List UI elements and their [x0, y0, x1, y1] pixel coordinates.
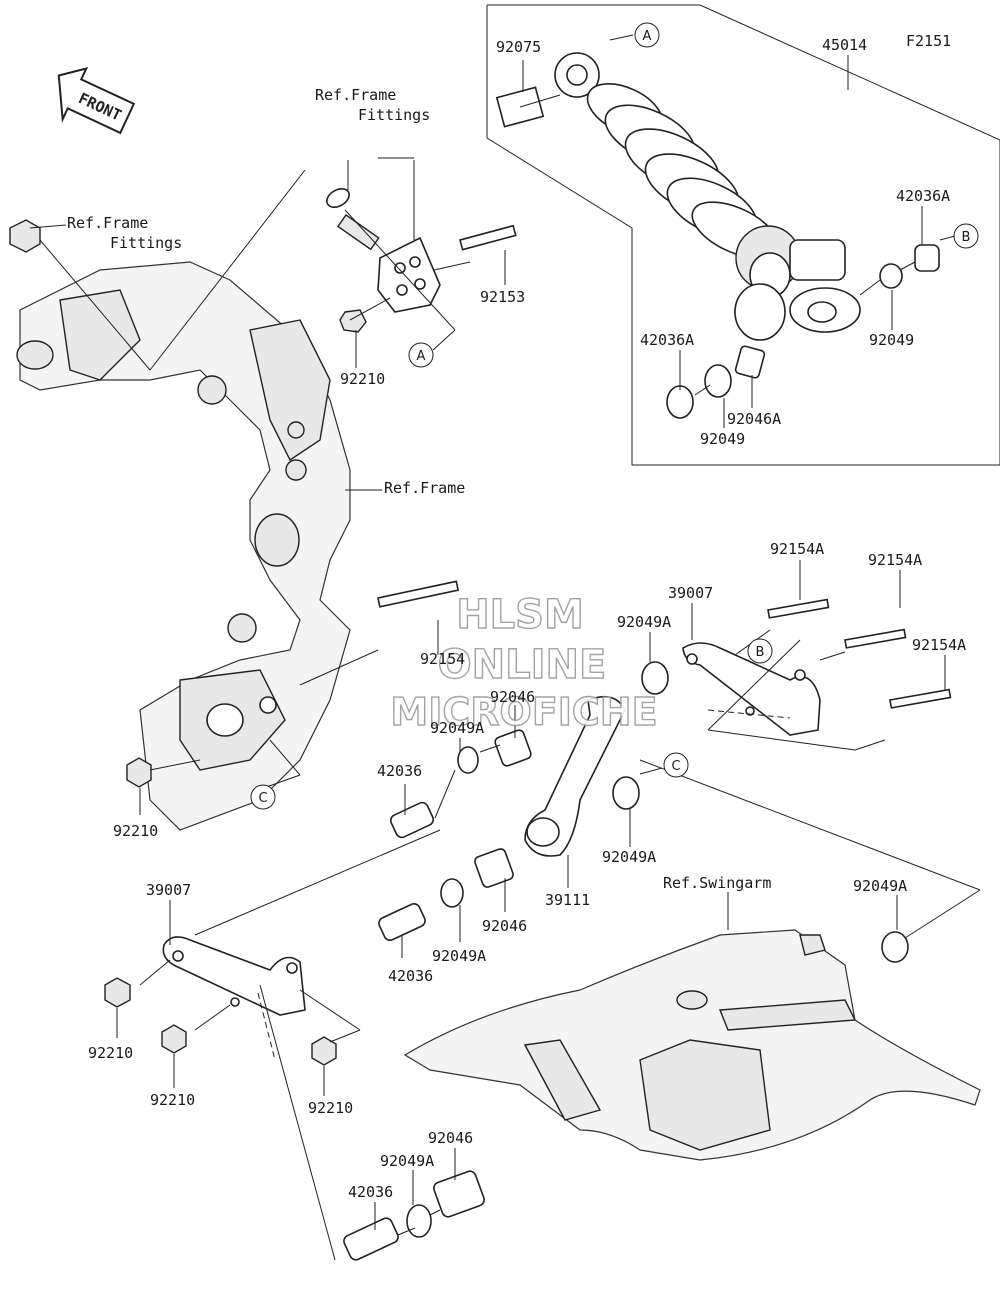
part-label-42036-1: 42036: [377, 762, 422, 780]
callout-b-shock: B: [953, 223, 979, 249]
callout-c-rocker: C: [663, 752, 689, 778]
part-label-92154: 92154: [420, 650, 465, 668]
svg-text:B: B: [756, 645, 765, 660]
svg-text:HLSM: HLSM: [456, 592, 584, 638]
bolt-92154-icon: [377, 580, 460, 608]
part-label-92049-right: 92049: [869, 331, 914, 349]
part-label-42036A-left: 42036A: [640, 331, 694, 349]
part-label-92049A-6: 92049A: [380, 1152, 434, 1170]
swingarm-drawing: [343, 929, 981, 1261]
front-arrow-icon: FRONT: [57, 66, 136, 135]
part-label-42036-2: 42036: [388, 967, 433, 985]
part-label-92049A-5: 92049A: [853, 877, 907, 895]
diagram-code: F2151: [906, 32, 951, 50]
tie-rod-plate-right: [682, 598, 952, 736]
part-label-42036-3: 42036: [348, 1183, 393, 1201]
part-label-92049-bottom: 92049: [700, 430, 745, 448]
svg-text:MICROFICHE: MICROFICHE: [390, 690, 657, 734]
part-label-92153: 92153: [480, 288, 525, 306]
part-label-92046-2: 92046: [482, 917, 527, 935]
svg-text:A: A: [417, 349, 426, 364]
part-label-92210-b: 92210: [150, 1091, 195, 1109]
callout-a-frame: A: [408, 342, 434, 368]
part-label-92210-top: 92210: [340, 370, 385, 388]
svg-text:A: A: [643, 29, 652, 44]
ref-frame-nut-icon: [9, 219, 41, 253]
ref-frame-fittings-left-line1: Ref.Frame: [67, 214, 148, 232]
part-label-92049A-1: 92049A: [617, 613, 671, 631]
part-label-92049A-3: 92049A: [602, 848, 656, 866]
part-label-42036A-top: 42036A: [896, 187, 950, 205]
svg-text:C: C: [671, 759, 680, 774]
ref-swingarm: Ref.Swingarm: [663, 874, 771, 892]
callout-b-plate: B: [747, 638, 773, 664]
ref-frame-fittings-top-line2: Fittings: [358, 106, 430, 124]
frame-fittings-hardware: [326, 188, 517, 333]
shock-box-outline: [486, 4, 1000, 466]
part-label-39111: 39111: [545, 891, 590, 909]
part-label-92154A-1: 92154A: [770, 540, 824, 558]
watermark: HLSM ONLINE MICROFICHE: [390, 591, 659, 734]
part-label-92210-left: 92210: [113, 822, 158, 840]
part-label-92210-c: 92210: [308, 1099, 353, 1117]
rocker-arm-drawing: [378, 661, 669, 941]
ref-frame-fittings-left-line2: Fittings: [110, 234, 182, 252]
part-label-92210-a: 92210: [88, 1044, 133, 1062]
part-label-45014: 45014: [822, 36, 867, 54]
part-label-92049A-2: 92049A: [430, 719, 484, 737]
part-label-92154A-3: 92154A: [912, 636, 966, 654]
assembly-lines: [139, 94, 981, 1261]
leader-lines: [29, 34, 956, 1230]
svg-text:ONLINE: ONLINE: [438, 642, 607, 688]
svg-text:C: C: [258, 791, 267, 806]
part-label-92046-1: 92046: [490, 688, 535, 706]
svg-text:B: B: [962, 230, 971, 245]
callout-a-top: A: [634, 22, 660, 48]
part-label-92154A-2: 92154A: [868, 551, 922, 569]
part-label-92046-3: 92046: [428, 1129, 473, 1147]
part-label-92049A-4: 92049A: [432, 947, 486, 965]
ref-frame-fittings-top-line1: Ref.Frame: [315, 86, 396, 104]
part-label-39007-left: 39007: [146, 881, 191, 899]
shock-absorber-drawing: [495, 52, 940, 419]
callout-c-frame: C: [250, 784, 276, 810]
tie-rod-plate-left: [104, 757, 909, 1066]
part-label-92075: 92075: [496, 38, 541, 56]
part-label-39007-right: 39007: [668, 584, 713, 602]
part-label-92046A: 92046A: [727, 410, 781, 428]
ref-frame: Ref.Frame: [384, 479, 465, 497]
frame-drawing: [16, 261, 351, 831]
